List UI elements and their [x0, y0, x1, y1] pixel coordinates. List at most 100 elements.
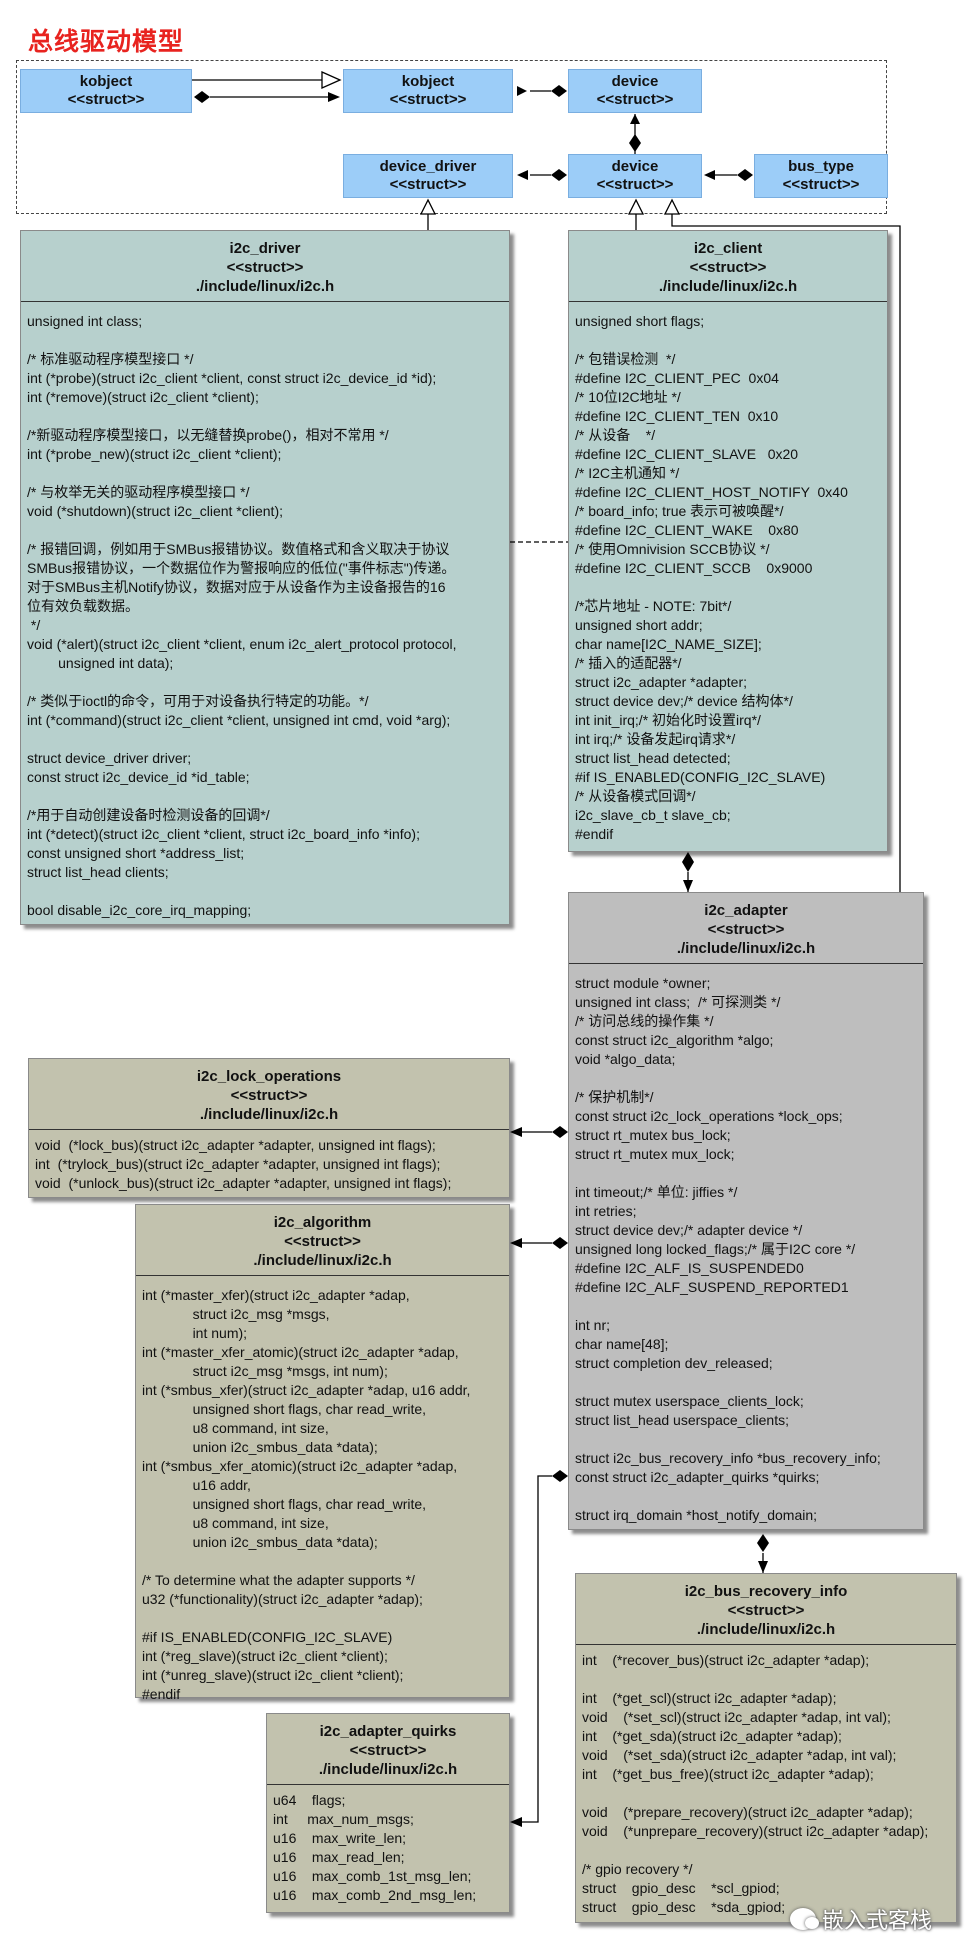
class-path: ./include/linux/i2c.h	[658, 278, 798, 295]
composition-diamond	[552, 1126, 568, 1138]
code-line: struct rt_mutex bus_lock;	[575, 1127, 731, 1143]
code-line: int nr;	[575, 1317, 611, 1333]
code-line: #define I2C_CLIENT_SCCB 0x9000	[575, 560, 813, 576]
compose-quirks-line	[522, 1475, 552, 1823]
arrowhead	[517, 170, 528, 180]
device-box-top: device <<struct>>	[568, 69, 702, 113]
class-name: i2c_adapter	[704, 902, 788, 919]
code-line: 对于SMBus主机Notify协议，数据对应于从设备作为主设备报告的16	[27, 579, 446, 595]
code-line: const struct i2c_lock_operations *lock_o…	[575, 1108, 843, 1124]
i2c-lock-operations-class: i2c_lock_operations <<struct>> ./include…	[28, 1058, 510, 1198]
code-line: int (*get_bus_free)(struct i2c_adapter *…	[582, 1766, 874, 1782]
i2c-algorithm-class: i2c_algorithm <<struct>> ./include/linux…	[135, 1204, 510, 1702]
kobject-name: kobject	[79, 73, 133, 90]
code-line: #define I2C_CLIENT_SLAVE 0x20	[575, 446, 799, 462]
code-line: /*用于自动创建设备时检测设备的回调*/	[27, 807, 270, 823]
code-line: int (*get_sda)(struct i2c_adapter *adap)…	[582, 1728, 842, 1744]
class-header: i2c_client <<struct>> ./include/linux/i2…	[569, 231, 887, 302]
class-body: int (*master_xfer)(struct i2c_adapter *a…	[136, 1276, 509, 1704]
code-line: const struct i2c_device_id *id_table;	[27, 769, 250, 785]
class-body: unsigned short flags;/* 包错误检测 */#define …	[569, 302, 887, 844]
arrowhead	[510, 1238, 522, 1248]
device-name: device	[611, 158, 659, 175]
code-line: /* 10位I2C地址 */	[575, 389, 681, 405]
code-line: int max_num_msgs;	[273, 1811, 414, 1827]
arrowhead	[683, 880, 693, 892]
code-line: int (*remove)(struct i2c_client *client)…	[27, 389, 259, 405]
class-stereotype: <<struct>>	[727, 1602, 805, 1619]
arrowhead	[758, 1561, 768, 1573]
inherit-arrowhead	[419, 198, 437, 215]
kobject-box-left: kobject <<struct>>	[20, 69, 192, 113]
kobject-box-right: kobject <<struct>>	[343, 69, 513, 113]
code-line: union i2c_smbus_data *data);	[142, 1534, 378, 1550]
code-line: int (*get_scl)(struct i2c_adapter *adap)…	[582, 1690, 837, 1706]
composition-diamond	[629, 134, 641, 152]
inherit-arrowhead	[321, 70, 342, 90]
code-line: u8 command, int size,	[142, 1420, 329, 1436]
arrowhead	[510, 1817, 522, 1827]
class-body: unsigned int class;/* 标准驱动程序模型接口 */int (…	[21, 302, 509, 920]
code-line: struct device dev;/* device 结构体*/	[575, 693, 793, 709]
class-header: i2c_adapter_quirks <<struct>> ./include/…	[267, 1714, 509, 1785]
code-line: /* board_info; true 表示可被唤醒*/	[575, 503, 784, 519]
code-line: struct module *owner;	[575, 975, 711, 991]
code-line: /* 插入的适配器*/	[575, 655, 682, 671]
code-line: /* 类似于ioctl的命令，可用于对设备执行特定的功能。*/	[27, 693, 369, 709]
code-line: int (*probe)(struct i2c_client *client, …	[27, 370, 437, 386]
code-line: void (*set_scl)(struct i2c_adapter *adap…	[582, 1709, 891, 1725]
code-line: int irq;/* 设备发起irq请求*/	[575, 731, 736, 747]
class-header: i2c_algorithm <<struct>> ./include/linux…	[136, 1205, 509, 1276]
code-line: #define I2C_CLIENT_HOST_NOTIFY 0x40	[575, 484, 848, 500]
composition-diamond	[551, 85, 567, 97]
code-line: void (*alert)(struct i2c_client *client,…	[27, 636, 457, 652]
code-line: i2c_slave_cb_t slave_cb;	[575, 807, 731, 823]
class-path: ./include/linux/i2c.h	[696, 1621, 836, 1638]
code-line: int (*master_xfer)(struct i2c_adapter *a…	[142, 1287, 410, 1303]
arrowhead	[328, 92, 340, 102]
class-stereotype: <<struct>>	[230, 1087, 308, 1104]
composition-diamond	[551, 169, 567, 181]
bus-type-stereo: <<struct>>	[782, 176, 860, 193]
watermark: 嵌入式客栈	[790, 1903, 932, 1935]
arrowhead	[704, 170, 715, 180]
code-line: char name[I2C_NAME_SIZE];	[575, 636, 762, 652]
code-line: void (*shutdown)(struct i2c_client *clie…	[27, 503, 283, 519]
class-name: i2c_client	[693, 240, 763, 257]
class-stereotype: <<struct>>	[226, 259, 304, 276]
code-line: char name[48];	[575, 1336, 669, 1352]
code-line: unsigned long locked_flags;/* 属于I2C core…	[575, 1241, 856, 1257]
class-name: i2c_driver	[229, 240, 301, 257]
code-line: 位有效负载数据。	[27, 598, 139, 614]
code-line: const struct i2c_adapter_quirks *quirks;	[575, 1469, 820, 1485]
class-path: ./include/linux/i2c.h	[195, 278, 335, 295]
code-line: int retries;	[575, 1203, 637, 1219]
code-line: /*新驱动程序模型接口，以无缝替换probe()，相对不常用 */	[27, 427, 389, 443]
inherit-adapter-line	[671, 214, 901, 892]
code-line: #endif	[575, 826, 614, 842]
code-line: struct rt_mutex mux_lock;	[575, 1146, 735, 1162]
class-header: i2c_driver <<struct>> ./include/linux/i2…	[21, 231, 509, 302]
class-body: u64 flags;int max_num_msgs;u16 max_write…	[267, 1785, 509, 1905]
code-line: /* To determine what the adapter support…	[142, 1572, 415, 1588]
class-header: i2c_bus_recovery_info <<struct>> ./inclu…	[576, 1574, 956, 1645]
kobject-name: kobject	[401, 73, 455, 90]
code-line: int (*master_xfer_atomic)(struct i2c_ada…	[142, 1344, 459, 1360]
code-line: */	[27, 617, 41, 633]
device-name: device	[611, 73, 659, 90]
bus-model-frame	[16, 60, 887, 214]
code-line: struct list_head detected;	[575, 750, 731, 766]
arrowhead	[517, 86, 527, 96]
code-line: unsigned short addr;	[575, 617, 703, 633]
class-body: struct module *owner; unsigned int class;…	[569, 964, 923, 1525]
code-line: int (*unreg_slave)(struct i2c_client *cl…	[142, 1667, 404, 1683]
class-name: i2c_adapter_quirks	[319, 1723, 457, 1740]
inherit-arrowhead	[663, 198, 681, 215]
i2c-adapter-class: i2c_adapter <<struct>> ./include/linux/i…	[568, 892, 924, 1530]
i2c-client-class: i2c_client <<struct>> ./include/linux/i2…	[568, 230, 888, 852]
code-line: void (*unprepare_recovery)(struct i2c_ad…	[582, 1823, 929, 1839]
composition-diamond	[737, 169, 753, 181]
composition-diamond	[194, 91, 210, 103]
code-line: unsigned int class; /* 可探测类 */	[575, 994, 781, 1010]
